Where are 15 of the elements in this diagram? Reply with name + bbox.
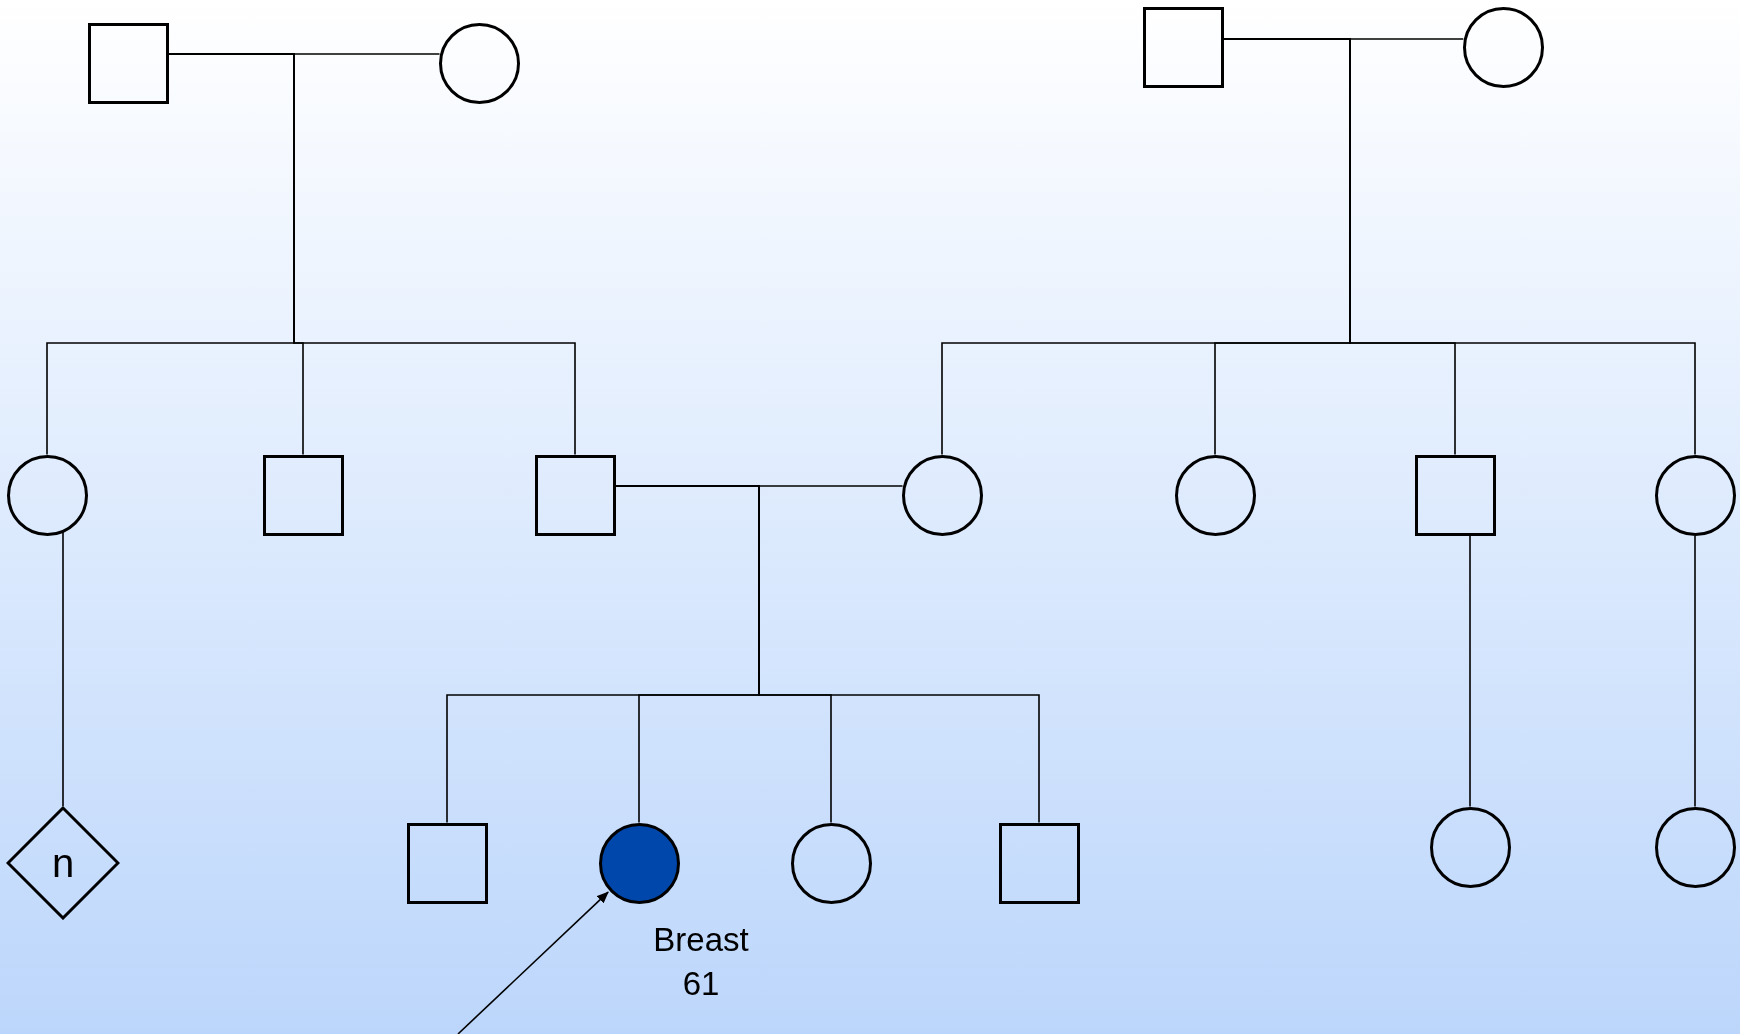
pedigree-line — [1469, 534, 1471, 808]
male-square — [406, 822, 488, 904]
pedigree-line — [62, 531, 64, 807]
male-square — [998, 822, 1080, 904]
arrow — [457, 891, 609, 1034]
male-square — [87, 22, 169, 104]
count-label: n — [51, 843, 75, 883]
male-square — [1142, 6, 1224, 88]
annotation-text: 61 — [682, 963, 720, 1004]
pedigree-line — [1694, 534, 1696, 808]
male-square — [262, 454, 344, 536]
sex-unknown-diamond — [6, 806, 120, 920]
male-square — [534, 454, 616, 536]
male-square — [1414, 454, 1496, 536]
annotation-text: Breast — [653, 919, 749, 960]
